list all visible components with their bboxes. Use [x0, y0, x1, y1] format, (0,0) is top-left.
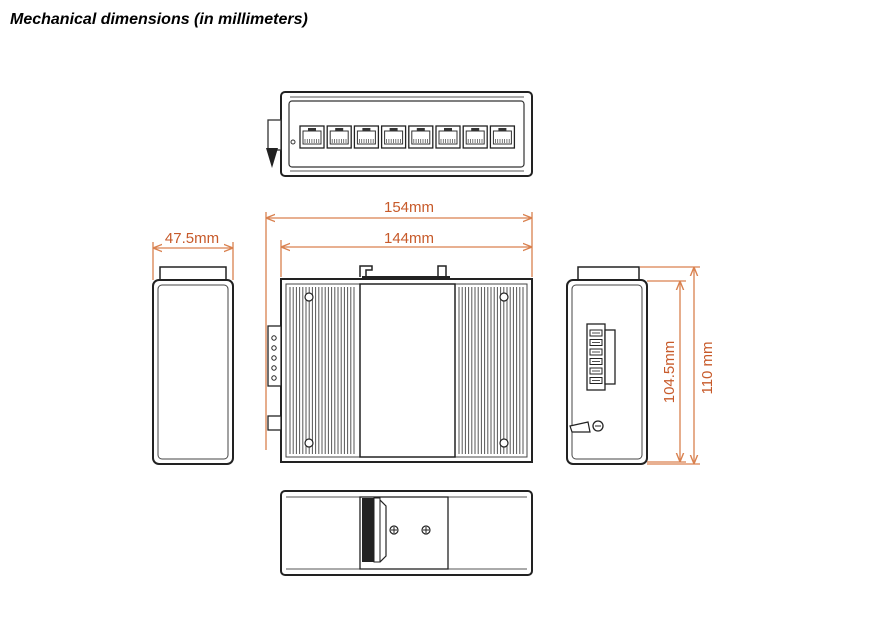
dim-body-width: 144mm	[384, 230, 434, 247]
rj45-port-icon	[462, 125, 488, 149]
rj45-port-icon	[380, 125, 407, 149]
rj45-port-icon	[408, 125, 434, 149]
rj45-port-icon	[435, 125, 461, 149]
dim-depth: 47.5mm	[165, 230, 219, 247]
rj45-port-icon	[299, 125, 325, 149]
top-view	[266, 91, 533, 177]
heatsink-fins-right	[458, 287, 524, 454]
right-side-view	[566, 266, 648, 465]
front-view	[267, 265, 533, 463]
page-title: Mechanical dimensions (in millimeters)	[10, 11, 308, 28]
terminal-connector-icon	[589, 329, 603, 384]
rj45-port-row	[299, 125, 516, 149]
dim-body-height: 104.5mm	[661, 341, 678, 404]
screw-icon	[389, 525, 431, 535]
rj45-port-icon	[326, 125, 352, 149]
bottom-view	[280, 490, 533, 576]
heatsink-fins-left	[289, 287, 355, 454]
dimension-lines	[152, 212, 700, 465]
screw-icon	[304, 292, 509, 448]
dim-overall-height: 110 mm	[699, 341, 716, 394]
terminal-block-icon	[271, 335, 277, 381]
dim-overall-width: 154mm	[384, 199, 434, 216]
rj45-port-icon	[489, 125, 516, 149]
rj45-port-icon	[353, 125, 380, 149]
left-side-view	[152, 266, 234, 465]
